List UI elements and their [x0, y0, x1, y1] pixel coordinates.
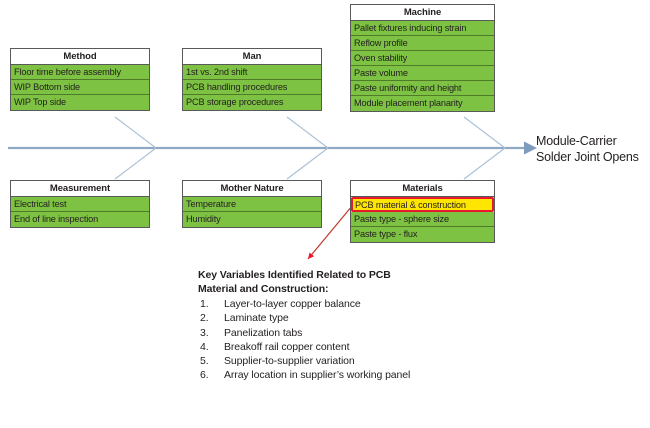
cause-row[interactable]: Module placement planarity [351, 96, 494, 111]
cause-row[interactable]: Reflow profile [351, 36, 494, 51]
list-item-number: 2. [200, 312, 209, 325]
category-title-materials: Materials [351, 181, 494, 197]
list-item-text: Laminate type [224, 312, 289, 325]
cause-row[interactable]: Paste type - sphere size [351, 212, 494, 227]
bone-mother-nature [286, 147, 329, 180]
list-item-number: 3. [200, 326, 209, 339]
cause-row[interactable]: 1st vs. 2nd shift [183, 65, 321, 80]
cause-row[interactable]: Paste volume [351, 66, 494, 81]
list-item: 3. Panelization tabs [198, 326, 498, 340]
key-variables-title: Key Variables Identified Related to PCB … [198, 268, 448, 296]
bone-machine [463, 116, 506, 149]
cause-row[interactable]: Pallet fixtures inducing strain [351, 21, 494, 36]
effect-label-line1: Module-Carrier [536, 134, 617, 148]
key-variables-title-line2: Material and Construction: [198, 283, 329, 295]
cause-row[interactable]: Electrical test [11, 197, 149, 212]
category-box-method[interactable]: Method Floor time before assembly WIP Bo… [10, 48, 150, 111]
list-item-text: Array location in supplier’s working pan… [224, 369, 411, 382]
cause-row[interactable]: PCB handling procedures [183, 80, 321, 95]
category-title-method: Method [11, 49, 149, 65]
category-title-machine: Machine [351, 5, 494, 21]
effect-label-line2: Solder Joint Opens [536, 150, 639, 164]
cause-row[interactable]: Paste uniformity and height [351, 81, 494, 96]
list-item-text: Supplier-to-supplier variation [224, 355, 355, 368]
key-variables-note: Key Variables Identified Related to PCB … [198, 268, 498, 383]
category-box-man[interactable]: Man 1st vs. 2nd shift PCB handling proce… [182, 48, 322, 111]
cause-row[interactable]: Oven stability [351, 51, 494, 66]
category-title-measurement: Measurement [11, 181, 149, 197]
cause-row[interactable]: WIP Bottom side [11, 80, 149, 95]
cause-row[interactable]: Floor time before assembly [11, 65, 149, 80]
list-item: 4. Breakoff rail copper content [198, 340, 498, 354]
list-item-number: 4. [200, 340, 209, 353]
list-item: 6. Array location in supplier’s working … [198, 368, 498, 382]
list-item-number: 6. [200, 369, 209, 382]
bone-man [286, 116, 329, 149]
list-item-text: Panelization tabs [224, 326, 303, 339]
key-variables-title-line1: Key Variables Identified Related to PCB [198, 269, 391, 281]
cause-row[interactable]: End of line inspection [11, 212, 149, 227]
list-item-number: 5. [200, 355, 209, 368]
category-box-measurement[interactable]: Measurement Electrical test End of line … [10, 180, 150, 228]
effect-label: Module-Carrier Solder Joint Opens [536, 133, 650, 165]
category-title-man: Man [183, 49, 321, 65]
list-item: 1. Layer-to-layer copper balance [198, 297, 498, 311]
bone-method [114, 116, 157, 149]
list-item-number: 1. [200, 298, 209, 310]
list-item: 5. Supplier-to-supplier variation [198, 354, 498, 368]
category-box-materials[interactable]: Materials PCB material & construction Pa… [350, 180, 495, 243]
cause-row[interactable]: WIP Top side [11, 95, 149, 110]
category-box-mother-nature[interactable]: Mother Nature Temperature Humidity [182, 180, 322, 228]
bone-materials [463, 147, 506, 180]
list-item-text: Layer-to-layer copper balance [224, 298, 361, 310]
category-title-mother-nature: Mother Nature [183, 181, 321, 197]
cause-row[interactable]: Humidity [183, 212, 321, 227]
key-variables-list: 1. Layer-to-layer copper balance 2. Lami… [198, 297, 498, 383]
category-box-machine[interactable]: Machine Pallet fixtures inducing strain … [350, 4, 495, 112]
list-item: 2. Laminate type [198, 311, 498, 325]
cause-row-highlighted[interactable]: PCB material & construction [351, 197, 494, 212]
list-item-text: Breakoff rail copper content [224, 340, 350, 353]
cause-row[interactable]: PCB storage procedures [183, 95, 321, 110]
cause-row[interactable]: Temperature [183, 197, 321, 212]
cause-row[interactable]: Paste type - flux [351, 227, 494, 242]
bone-measurement [114, 147, 157, 180]
